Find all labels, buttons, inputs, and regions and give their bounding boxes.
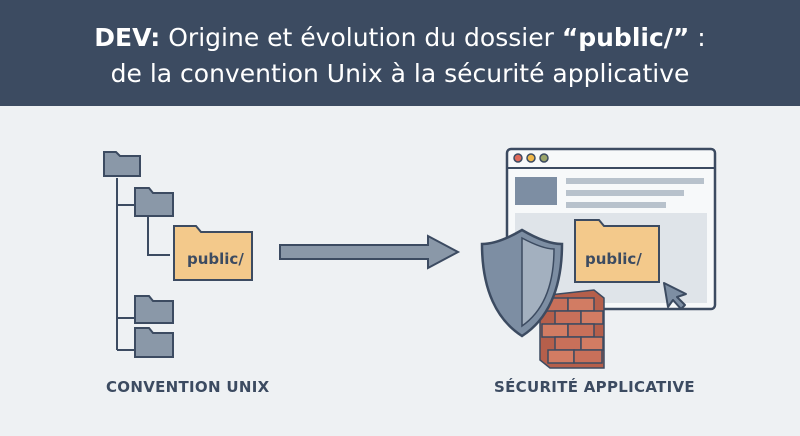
tree-branch bbox=[147, 215, 170, 256]
unix-tree bbox=[116, 178, 170, 351]
public-folder-label-left: public/ bbox=[187, 250, 244, 268]
public-folder-icon-left bbox=[173, 225, 253, 281]
title-banner: DEV: Origine et évolution du dossier “pu… bbox=[0, 0, 800, 106]
shield-icon bbox=[480, 228, 564, 338]
subfolder-icon bbox=[134, 187, 174, 217]
text-line-placeholder bbox=[566, 190, 684, 196]
public-folder-label-right: public/ bbox=[585, 250, 642, 268]
title-highlight: “public/” bbox=[561, 23, 690, 52]
diagram-scene: public/ public/ bbox=[103, 147, 717, 369]
root-folder-icon bbox=[103, 151, 141, 177]
title-line-1: DEV: Origine et évolution du dossier “pu… bbox=[0, 22, 800, 54]
text-line-placeholder bbox=[566, 178, 704, 184]
window-dot-yellow bbox=[526, 153, 536, 163]
brick-wall-icon bbox=[539, 289, 605, 369]
arrow-right-icon bbox=[279, 234, 461, 270]
text-line-placeholder bbox=[566, 202, 666, 208]
title-line-2: de la convention Unix à la sécurité appl… bbox=[110, 59, 690, 88]
title-prefix: DEV: bbox=[94, 23, 161, 52]
caption-right: SÉCURITÉ APPLICATIVE bbox=[494, 378, 695, 396]
folder-icon bbox=[134, 295, 174, 324]
window-dot-red bbox=[513, 153, 523, 163]
title-suffix: : bbox=[689, 23, 706, 52]
folder-icon bbox=[134, 327, 174, 358]
window-dot-green bbox=[539, 153, 549, 163]
public-folder-icon-right bbox=[574, 219, 660, 283]
title-main: Origine et évolution du dossier bbox=[160, 23, 562, 52]
mouse-cursor-icon bbox=[663, 282, 687, 310]
caption-left: CONVENTION UNIX bbox=[106, 378, 270, 396]
tree-lines bbox=[116, 178, 134, 351]
image-placeholder bbox=[515, 177, 557, 205]
